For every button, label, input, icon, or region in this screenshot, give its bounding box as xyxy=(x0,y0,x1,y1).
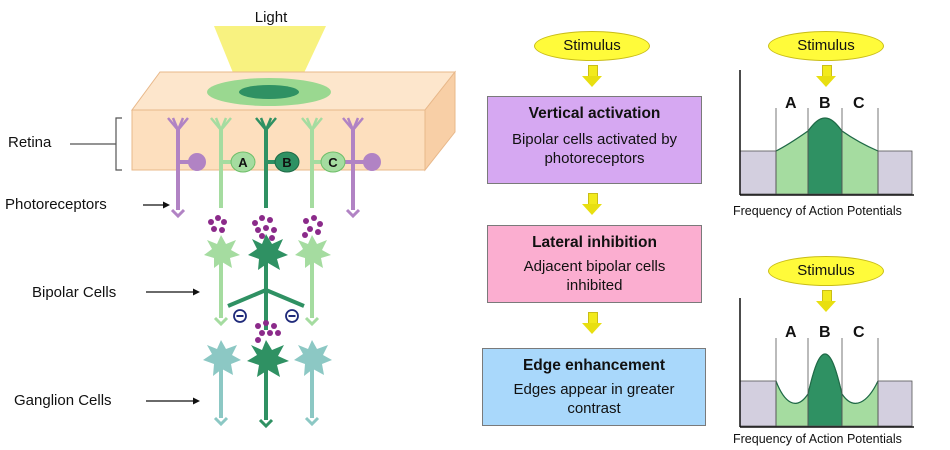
vertical-activation-description: Bipolar cells activated by photoreceptor… xyxy=(511,131,678,167)
graph2-region-a xyxy=(775,380,809,427)
graph1-label-c: C xyxy=(853,95,865,112)
flow-arrow-2 xyxy=(582,193,602,215)
light-label: Light xyxy=(255,9,288,26)
graph1-xlabel: Frequency of Action Potentials xyxy=(733,204,902,218)
cell-letter-c: C xyxy=(328,155,338,170)
light-spot-inner xyxy=(239,85,299,99)
retina-box-side xyxy=(424,70,456,172)
ganglion-cell-right xyxy=(294,340,332,427)
graph1-label-a: A xyxy=(785,95,797,112)
graph2-region-b xyxy=(807,353,843,427)
vertical-activation-box: Vertical activation Bipolar cells activa… xyxy=(487,96,702,184)
retina-label: Retina xyxy=(8,134,52,151)
graph2-region-c xyxy=(841,380,879,427)
ganglion-cell-left xyxy=(203,340,241,427)
graph1-stimulus-oval: Stimulus xyxy=(768,31,884,61)
bipolar-cells-label: Bipolar Cells xyxy=(32,284,117,301)
graph2-curve xyxy=(775,353,879,404)
graph1-region-b xyxy=(807,117,843,195)
photoreceptor-a xyxy=(210,117,232,208)
edge-enhancement-title: Edge enhancement xyxy=(522,357,666,374)
bipolar-cell-right xyxy=(295,235,331,327)
graph1-plot xyxy=(739,70,914,196)
photoreceptor-purple-left xyxy=(167,117,206,219)
cell-body-a xyxy=(230,151,256,173)
bipolar-cell-center xyxy=(227,234,305,330)
cell-body-b xyxy=(274,151,300,173)
label-arrows xyxy=(143,201,200,405)
inhibition-icon-right xyxy=(285,309,299,323)
vertical-activation-title: Vertical activation xyxy=(528,105,661,122)
graph1-region-a xyxy=(775,130,809,195)
lateral-inhibition-description: Adjacent bipolar cells inhibited xyxy=(523,258,666,294)
graph1-arrow xyxy=(816,65,836,87)
graph1-curve xyxy=(775,117,879,152)
neurotransmitter-dots-lower xyxy=(255,320,281,343)
graph2-label-b: B xyxy=(819,324,831,341)
graph2-plot xyxy=(739,298,914,428)
flow-arrow-1 xyxy=(582,65,602,87)
graph1-outer-right-bar xyxy=(877,150,913,195)
lateral-inhibition-box: Lateral inhibition Adjacent bipolar cell… xyxy=(487,225,702,303)
graph2-xlabel: Frequency of Action Potentials xyxy=(733,432,902,446)
graph2-outer-left-bar xyxy=(739,380,777,427)
edge-enhancement-box: Edge enhancement Edges appear in greater… xyxy=(482,348,706,426)
ganglion-cells-label: Ganglion Cells xyxy=(14,392,112,409)
graph2-stimulus-oval: Stimulus xyxy=(768,256,884,286)
ganglion-cell-center xyxy=(247,340,289,429)
photoreceptor-purple-right xyxy=(341,117,381,219)
graph2-label-c: C xyxy=(853,324,865,341)
edge-enhancement-description: Edges appear in greater contrast xyxy=(513,381,675,417)
cell-letter-a: A xyxy=(238,155,248,170)
cell-letter-b: B xyxy=(282,155,291,170)
photoreceptors-label: Photoreceptors xyxy=(5,196,107,213)
inhibition-icon-left xyxy=(233,309,247,323)
flow-arrow-3 xyxy=(582,312,602,334)
flow-stimulus-oval: Stimulus xyxy=(534,31,650,61)
graph1-label-b: B xyxy=(819,95,831,112)
photoreceptor-b xyxy=(255,117,277,208)
cell-body-c xyxy=(320,151,346,173)
graph2-arrow xyxy=(816,290,836,312)
graph1-outer-left-bar xyxy=(739,150,777,195)
graph2-outer-right-bar xyxy=(877,380,913,427)
lateral-inhibition-title: Lateral inhibition xyxy=(532,234,657,251)
graph1-region-c xyxy=(841,130,879,195)
bipolar-cell-left xyxy=(204,235,240,327)
photoreceptor-c xyxy=(301,117,323,208)
retina-illustration: Light A B xyxy=(70,9,457,429)
retina-bracket xyxy=(70,117,122,171)
neurotransmitter-dots-upper xyxy=(208,215,323,241)
graph2-label-a: A xyxy=(785,324,797,341)
